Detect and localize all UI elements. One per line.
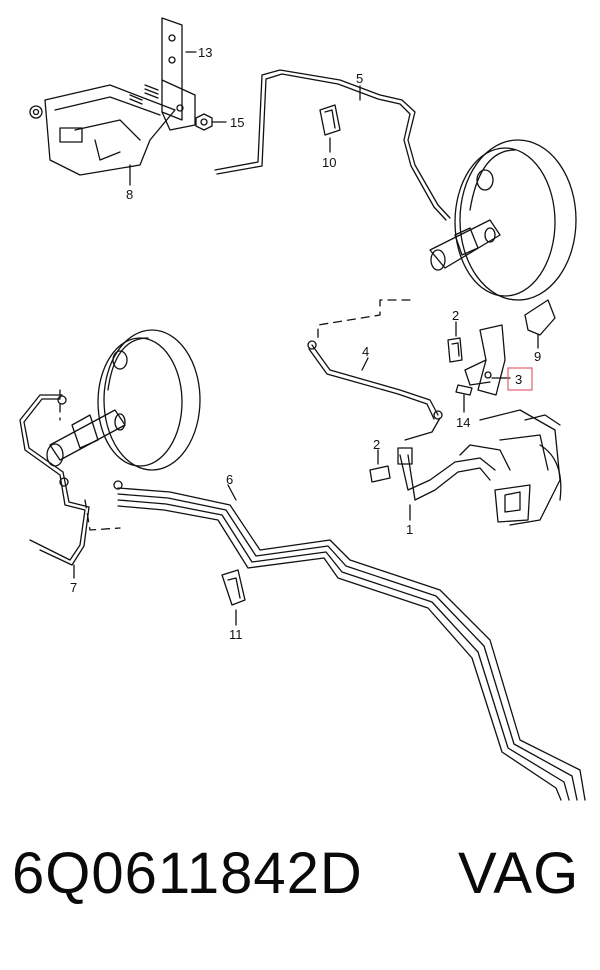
clip-10 — [319, 104, 341, 136]
callout-11: 11 — [229, 627, 243, 642]
callout-14: 14 — [456, 415, 470, 430]
callout-5: 5 — [356, 71, 363, 86]
callout-2-lower: 2 — [373, 437, 380, 452]
nut-15 — [195, 113, 213, 131]
callout-9: 9 — [534, 349, 541, 364]
washer-left — [29, 105, 43, 119]
dashed-connectors — [59, 299, 411, 531]
bracket-3 — [464, 324, 506, 396]
callout-4: 4 — [362, 344, 369, 359]
callout-10: 10 — [322, 155, 336, 170]
brake-line-5 — [214, 69, 451, 221]
brake-line-diagram: 13 15 8 5 10 2 9 4 3 14 2 1 6 7 11 — [19, 17, 586, 801]
brand-name: VAG — [458, 841, 580, 906]
callout-1: 1 — [406, 522, 413, 537]
stud-bolts — [129, 84, 159, 105]
clip-2-upper — [447, 337, 463, 363]
callout-8: 8 — [126, 187, 133, 202]
brake-booster-upper — [429, 139, 577, 301]
part-number: 6Q0611842D — [12, 841, 363, 906]
brake-line-7 — [19, 394, 90, 566]
clip-2-lower — [369, 465, 391, 483]
cover-9 — [524, 299, 556, 336]
mounting-plate — [161, 17, 196, 131]
brake-line-6 — [113, 480, 586, 801]
brake-hose-1 — [397, 417, 496, 501]
callout-7: 7 — [70, 580, 77, 595]
heat-shield-bracket — [44, 84, 176, 176]
callout-13: 13 — [198, 45, 212, 60]
brake-line-4 — [307, 340, 443, 420]
callout-3: 3 — [515, 372, 522, 387]
bolt-14 — [455, 384, 473, 413]
suspension-assembly — [459, 409, 562, 526]
callout-2-upper: 2 — [452, 308, 459, 323]
callout-6: 6 — [226, 472, 233, 487]
callout-3-highlight — [507, 367, 533, 391]
footer: 6Q0611842D VAG — [0, 840, 600, 950]
callout-15: 15 — [230, 115, 244, 130]
clip-11 — [221, 569, 246, 606]
brake-booster-lower — [46, 329, 201, 471]
